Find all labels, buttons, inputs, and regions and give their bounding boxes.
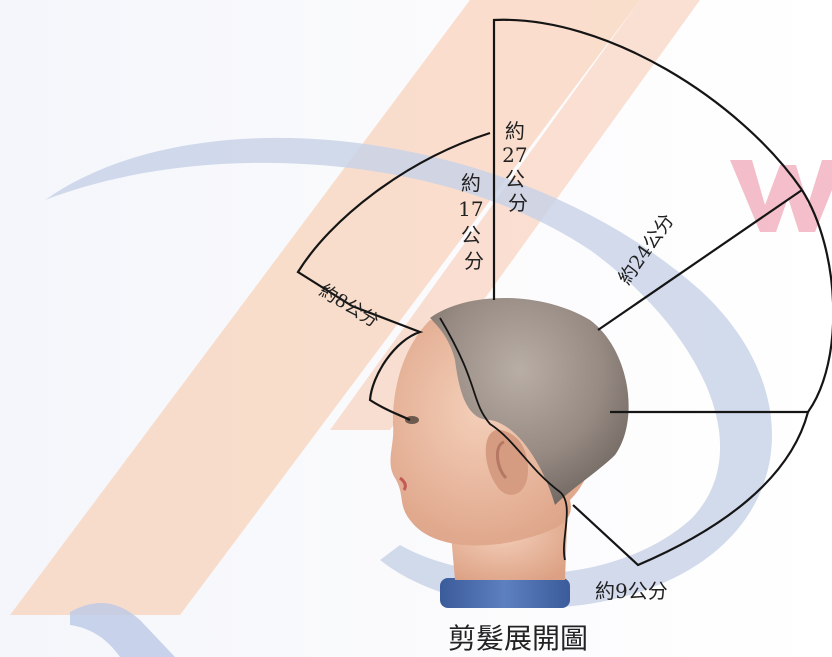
head-stand-base: [440, 578, 570, 608]
head-ear: [485, 429, 528, 495]
outline-back-section: [610, 189, 832, 414]
label-17cm-line2: 17: [458, 197, 483, 221]
outline-side-section: [597, 189, 803, 331]
diagram-title: 剪髮展開圖: [448, 622, 588, 655]
label-9cm: 約9公分: [595, 579, 668, 603]
label-27cm-line2: 27: [502, 143, 527, 167]
watermark-blue-corner: [70, 602, 175, 657]
label-17cm-line1: 約: [461, 171, 481, 195]
watermark-orange-stroke: [10, 0, 640, 615]
label-27cm-line4: 分: [508, 191, 528, 215]
outline-nape-section: [572, 411, 810, 567]
outline-front-section: [296, 131, 491, 307]
watermark-orange-stroke-2: [330, 0, 700, 430]
outline-top-section: [492, 18, 803, 300]
label-17cm-line3: 公: [461, 223, 481, 247]
watermark-red-letter: [730, 160, 832, 232]
label-27cm-line3: 公: [505, 167, 525, 191]
outline-front-hairline: [351, 304, 424, 421]
label-17cm: 約 17 公 分: [458, 171, 490, 273]
watermark-logo: [10, 0, 832, 657]
diagram-outline: [296, 18, 832, 567]
head-scalp: [430, 298, 629, 505]
label-27cm: 約 27 公 分: [502, 119, 534, 215]
label-17cm-line4: 分: [464, 249, 484, 273]
head-mouth: [399, 476, 407, 491]
mannequin-head: [390, 298, 629, 608]
head-ear-inner: [496, 440, 508, 480]
head-eye: [405, 416, 419, 424]
label-27cm-line1: 約: [505, 119, 525, 143]
watermark-blue-swoosh: [45, 137, 772, 608]
outline-side-hairline: [439, 317, 568, 561]
